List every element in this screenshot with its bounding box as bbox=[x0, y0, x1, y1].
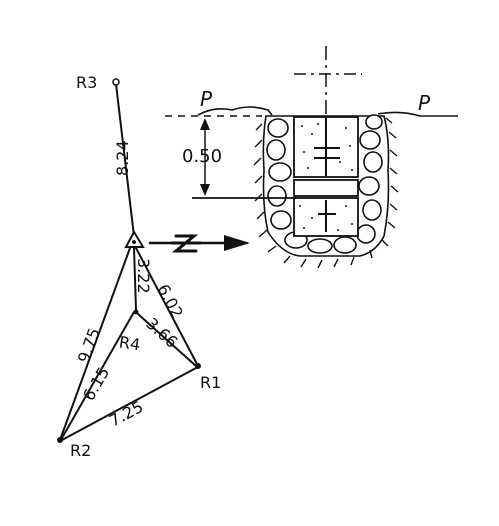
triangulation-network bbox=[59, 83, 199, 441]
north-arrow-icon bbox=[148, 234, 250, 253]
label-r4: R4 bbox=[118, 333, 142, 355]
dim-r4-r2: 6.15 bbox=[79, 364, 113, 404]
dim-station-r3: 8.24 bbox=[113, 140, 132, 176]
dim-r1-r2: 7.25 bbox=[106, 397, 146, 431]
chamber-axis bbox=[314, 118, 340, 232]
ground-surface bbox=[197, 106, 273, 116]
line-r4-r1 bbox=[137, 313, 197, 367]
ground-line-right bbox=[377, 111, 458, 117]
point-r4 bbox=[133, 309, 139, 315]
label-r2: R2 bbox=[70, 441, 91, 460]
depth-label: 0.50 bbox=[182, 146, 222, 167]
line-station-r1 bbox=[135, 247, 199, 367]
dim-station-r4: 3.22 bbox=[134, 258, 153, 294]
dim-station-r2: 9.75 bbox=[74, 325, 104, 365]
label-r1: R1 bbox=[200, 373, 221, 392]
line-r1-r2 bbox=[61, 367, 197, 441]
line-station-r4 bbox=[133, 247, 137, 311]
line-r4-r2 bbox=[61, 311, 135, 439]
dim-r4-r1: 3.66 bbox=[142, 314, 181, 352]
station-icon bbox=[124, 229, 145, 248]
line-station-r2 bbox=[59, 247, 131, 441]
line-station-r3 bbox=[115, 83, 135, 237]
trench-section: P P bbox=[165, 46, 458, 269]
point-r2 bbox=[57, 437, 63, 443]
point-r1 bbox=[195, 363, 201, 369]
chamber-speckle bbox=[299, 123, 353, 231]
depth-dimension bbox=[192, 118, 296, 199]
label-r3: R3 bbox=[76, 73, 97, 92]
point-r3 bbox=[112, 78, 120, 86]
label-p-right: P bbox=[418, 91, 431, 115]
dim-station-r1: 6.02 bbox=[153, 281, 187, 321]
label-p-left: P bbox=[200, 87, 213, 111]
